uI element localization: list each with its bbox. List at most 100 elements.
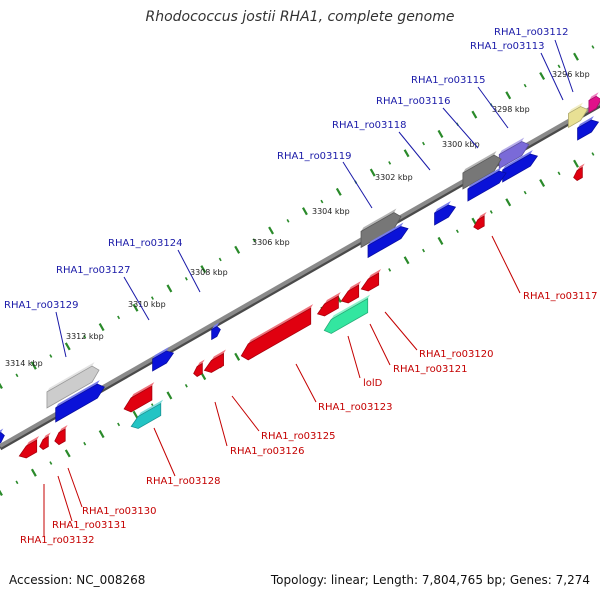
ruler-tick bbox=[184, 383, 188, 388]
genome-title: Rhodococcus jostii RHA1, complete genome bbox=[145, 9, 455, 25]
label-leader-line bbox=[67, 467, 83, 508]
gene-reverse bbox=[193, 359, 205, 377]
ruler-tick bbox=[437, 236, 444, 245]
gene-label-reverse: RHA1_ro03120 bbox=[419, 349, 494, 360]
label-leader-line bbox=[214, 401, 228, 447]
accession-text: Accession: NC_008268 bbox=[9, 573, 146, 587]
ruler-tick bbox=[388, 161, 392, 165]
scale-label: 3298 kbp bbox=[492, 105, 530, 114]
ruler-tick bbox=[369, 168, 376, 177]
scale-label: 3314 kbp bbox=[5, 359, 43, 368]
gene-label-reverse: RHA1_ro03126 bbox=[230, 446, 305, 457]
scale-label: 3306 kbp bbox=[252, 238, 290, 247]
ruler-tick bbox=[422, 248, 426, 253]
gene-forward bbox=[434, 201, 457, 226]
gene-feature bbox=[568, 102, 589, 129]
ruler-tick bbox=[200, 265, 207, 274]
scale-label: 3308 kbp bbox=[190, 268, 228, 277]
gene-label-forward: RHA1_ro03113 bbox=[470, 41, 545, 52]
label-leader-line bbox=[491, 235, 521, 294]
ruler-tick bbox=[98, 430, 105, 439]
scale-label: 3296 kbp bbox=[552, 70, 590, 79]
label-leader-line bbox=[384, 311, 418, 351]
label-leader-line bbox=[231, 395, 260, 432]
label-leader-line bbox=[347, 335, 361, 379]
gene-label-forward: RHA1_ro03118 bbox=[332, 120, 407, 131]
ruler-tick bbox=[234, 352, 241, 361]
ruler-tick bbox=[117, 315, 121, 320]
ruler-tick bbox=[150, 296, 154, 300]
gene-label-forward: RHA1_ro03127 bbox=[56, 265, 131, 276]
gene-label-reverse: RHA1_ro03128 bbox=[146, 476, 221, 487]
gene-label-reverse: RHA1_ro03131 bbox=[52, 520, 127, 531]
label-leader-line bbox=[295, 363, 317, 403]
ruler-tick bbox=[30, 361, 37, 370]
ruler-tick bbox=[218, 257, 222, 262]
label-leader-line bbox=[342, 161, 373, 209]
ruler-tick bbox=[166, 391, 173, 400]
ruler-tick bbox=[83, 441, 87, 446]
gene-forward bbox=[55, 380, 105, 423]
label-leader-line bbox=[442, 107, 479, 149]
ruler-tick bbox=[15, 480, 19, 485]
gene-label-reverse: RHA1_ro03123 bbox=[318, 402, 393, 413]
gene-label-forward: RHA1_ro03112 bbox=[494, 27, 569, 38]
gene-reverse bbox=[18, 436, 40, 459]
ruler-tick bbox=[0, 382, 3, 390]
scale-label: 3312 kbp bbox=[66, 332, 104, 341]
ruler-tick bbox=[0, 489, 3, 497]
ruler-tick bbox=[505, 198, 512, 207]
ruler-tick bbox=[471, 110, 478, 119]
gene-reverse bbox=[123, 382, 155, 413]
gene-feature bbox=[360, 208, 402, 249]
ruler-tick bbox=[523, 83, 527, 88]
ruler-tick bbox=[234, 245, 241, 254]
gene-reverse bbox=[203, 349, 226, 373]
ruler-tick bbox=[64, 449, 71, 458]
scale-label: 3310 kbp bbox=[128, 300, 166, 309]
ruler-tick bbox=[49, 354, 53, 358]
ruler-tick bbox=[573, 159, 579, 168]
ruler-tick bbox=[252, 238, 256, 242]
ruler-tick bbox=[505, 91, 512, 100]
gene-forward bbox=[152, 347, 175, 372]
ruler-tick bbox=[591, 45, 595, 49]
gene-reverse bbox=[240, 304, 314, 361]
ruler-tick bbox=[539, 178, 546, 188]
label-leader-line bbox=[554, 39, 574, 93]
ruler-tick bbox=[539, 71, 546, 81]
ruler-tick bbox=[388, 268, 392, 272]
gene-label-forward: RHA1_ro03124 bbox=[108, 238, 183, 249]
gene-label-reverse: RHA1_ro03132 bbox=[20, 535, 95, 546]
gene-forward bbox=[0, 428, 5, 444]
gene-label-reverse: RHA1_ro03117 bbox=[523, 291, 598, 302]
gene-forward bbox=[467, 167, 507, 202]
ruler-tick bbox=[15, 373, 19, 378]
genome-summary-text: Topology: linear; Length: 7,804,765 bp; … bbox=[270, 573, 590, 587]
scale-label: 3302 kbp bbox=[375, 173, 413, 182]
ruler-tick bbox=[557, 171, 561, 176]
gene-forward bbox=[502, 150, 539, 183]
ruler-tick bbox=[437, 129, 444, 138]
ruler-tick bbox=[557, 64, 561, 69]
ruler-tick bbox=[64, 342, 71, 351]
scale-label: 3300 kbp bbox=[442, 140, 480, 149]
scale-label: 3304 kbp bbox=[312, 207, 350, 216]
ruler-tick bbox=[286, 219, 290, 223]
ruler-tick bbox=[49, 461, 53, 465]
scale-ruler-upper bbox=[0, 45, 595, 390]
gene-label-forward: RHA1_ro03119 bbox=[277, 151, 352, 162]
label-leader-line bbox=[123, 276, 150, 321]
label-leader-line bbox=[369, 323, 391, 366]
label-leader-line bbox=[153, 427, 176, 477]
gene-label-reverse: RHA1_ro03130 bbox=[82, 506, 157, 517]
gene-feature bbox=[588, 92, 600, 114]
ruler-tick bbox=[403, 149, 410, 158]
gene-forward bbox=[211, 322, 221, 341]
gene-feature bbox=[46, 362, 100, 409]
gene-feature bbox=[462, 151, 502, 190]
label-leader-line bbox=[540, 52, 564, 101]
ruler-tick bbox=[30, 468, 37, 477]
